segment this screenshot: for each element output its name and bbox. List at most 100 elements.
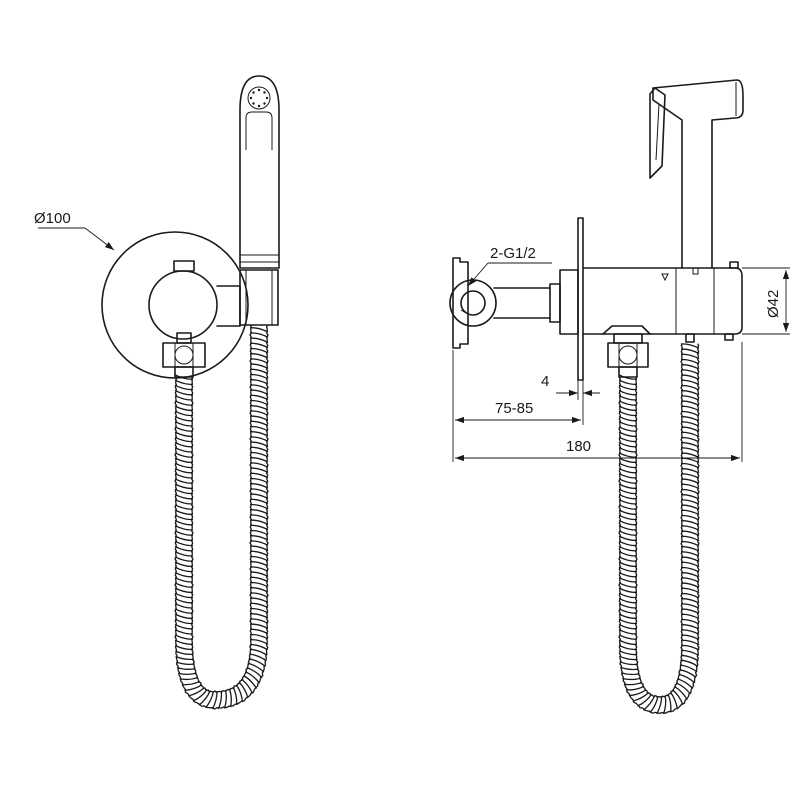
hose-ring	[618, 447, 638, 453]
hose-ring	[680, 473, 700, 479]
hose-ring	[680, 509, 700, 516]
hose-ring	[680, 613, 700, 620]
hose-ring	[249, 477, 269, 484]
hose-ring	[618, 410, 638, 417]
hose-ring	[680, 566, 700, 573]
hose-corrugations	[174, 324, 700, 715]
hose-ring	[174, 462, 194, 469]
holder-bracket	[216, 269, 279, 327]
hose-ring	[175, 650, 194, 655]
hose-ring	[680, 577, 700, 583]
hose-ring	[249, 576, 269, 583]
hose-ring	[174, 421, 194, 427]
hose-ring	[618, 592, 638, 599]
hose-ring	[174, 582, 194, 588]
hose-ring	[680, 488, 700, 495]
hose-ring	[174, 587, 194, 594]
hose-ring	[667, 693, 672, 713]
hose-ring	[223, 689, 227, 709]
hose-ring	[680, 598, 700, 604]
hose-ring	[618, 530, 638, 536]
hose-ring	[680, 384, 700, 391]
hose-ring	[618, 421, 638, 427]
hose-ring	[249, 514, 269, 520]
hose-ring	[177, 672, 197, 675]
hose-ring	[249, 384, 269, 390]
hose-ring	[249, 342, 269, 349]
hose-ring	[249, 633, 269, 640]
mixer-body	[148, 270, 218, 340]
hose-ring	[174, 545, 194, 552]
hose-ring	[680, 421, 700, 427]
hose-ring	[249, 431, 269, 437]
depth-label: 75-85	[495, 400, 533, 417]
hand-shower-front	[239, 75, 280, 269]
hose-ring	[174, 577, 194, 583]
hose-ring	[249, 607, 269, 614]
hose-ring	[680, 364, 700, 370]
hose-ring	[174, 431, 194, 438]
hose-ring	[174, 488, 194, 495]
hose-ring	[680, 395, 700, 401]
hose-ring	[232, 686, 238, 706]
hose-ring	[249, 488, 269, 494]
hose-ring	[618, 571, 638, 578]
hose-ring	[174, 410, 194, 417]
hose-ring	[679, 669, 697, 678]
hose-ring	[249, 405, 269, 411]
hose-ring	[618, 603, 638, 609]
hose-ring	[174, 608, 194, 614]
hose-ring	[618, 457, 638, 464]
hose-ring	[680, 452, 700, 459]
hose-ring	[249, 389, 269, 396]
body-cylinder	[559, 261, 743, 343]
hose-ring	[680, 499, 700, 505]
total-length-label: 180	[566, 438, 591, 455]
hose-ring	[174, 405, 194, 412]
hose-ring	[618, 561, 638, 568]
hose-ring	[249, 436, 269, 442]
hose-ring	[680, 608, 700, 615]
hose-ring	[618, 519, 638, 526]
hose-ring	[618, 400, 638, 406]
hose-ring	[249, 441, 269, 448]
hose-ring	[618, 452, 638, 458]
hose-ring	[174, 389, 194, 396]
hose-ring	[174, 379, 194, 386]
hose-ring	[680, 462, 700, 469]
hose-ring	[249, 472, 269, 479]
hose-ring	[249, 394, 269, 401]
hose-ring	[249, 493, 269, 500]
hose-ring	[680, 369, 700, 375]
diameter-body-label: Ø42	[765, 290, 782, 318]
hose-ring	[662, 695, 667, 715]
hose-ring	[678, 673, 696, 684]
hose-ring	[174, 426, 194, 432]
hose-ring	[618, 379, 638, 386]
hose-ring	[174, 483, 194, 490]
hose-ring	[680, 478, 700, 485]
hose-ring	[174, 384, 194, 391]
hose-ring	[249, 535, 269, 541]
front-view: Ø100	[34, 75, 280, 379]
hose-ring	[174, 514, 194, 521]
hose-ring	[174, 525, 194, 531]
hose-ring	[622, 677, 641, 681]
hose-ring	[249, 415, 269, 422]
hose-ring	[249, 545, 269, 552]
hose-ring	[680, 540, 700, 547]
hose-ring	[680, 525, 700, 531]
hose-ring	[249, 347, 269, 354]
hose-ring	[249, 379, 269, 385]
hose-ring	[618, 478, 638, 484]
hose-ring	[249, 540, 269, 546]
hose-ring	[680, 587, 700, 594]
hose-ring	[618, 467, 638, 474]
hose-ring	[174, 452, 194, 458]
body-top-cap	[173, 260, 195, 272]
hose-ring	[618, 540, 638, 547]
hose-ring	[174, 566, 194, 573]
hose-ring	[680, 514, 700, 521]
hose-ring	[680, 603, 700, 609]
hose-ring	[249, 613, 269, 619]
